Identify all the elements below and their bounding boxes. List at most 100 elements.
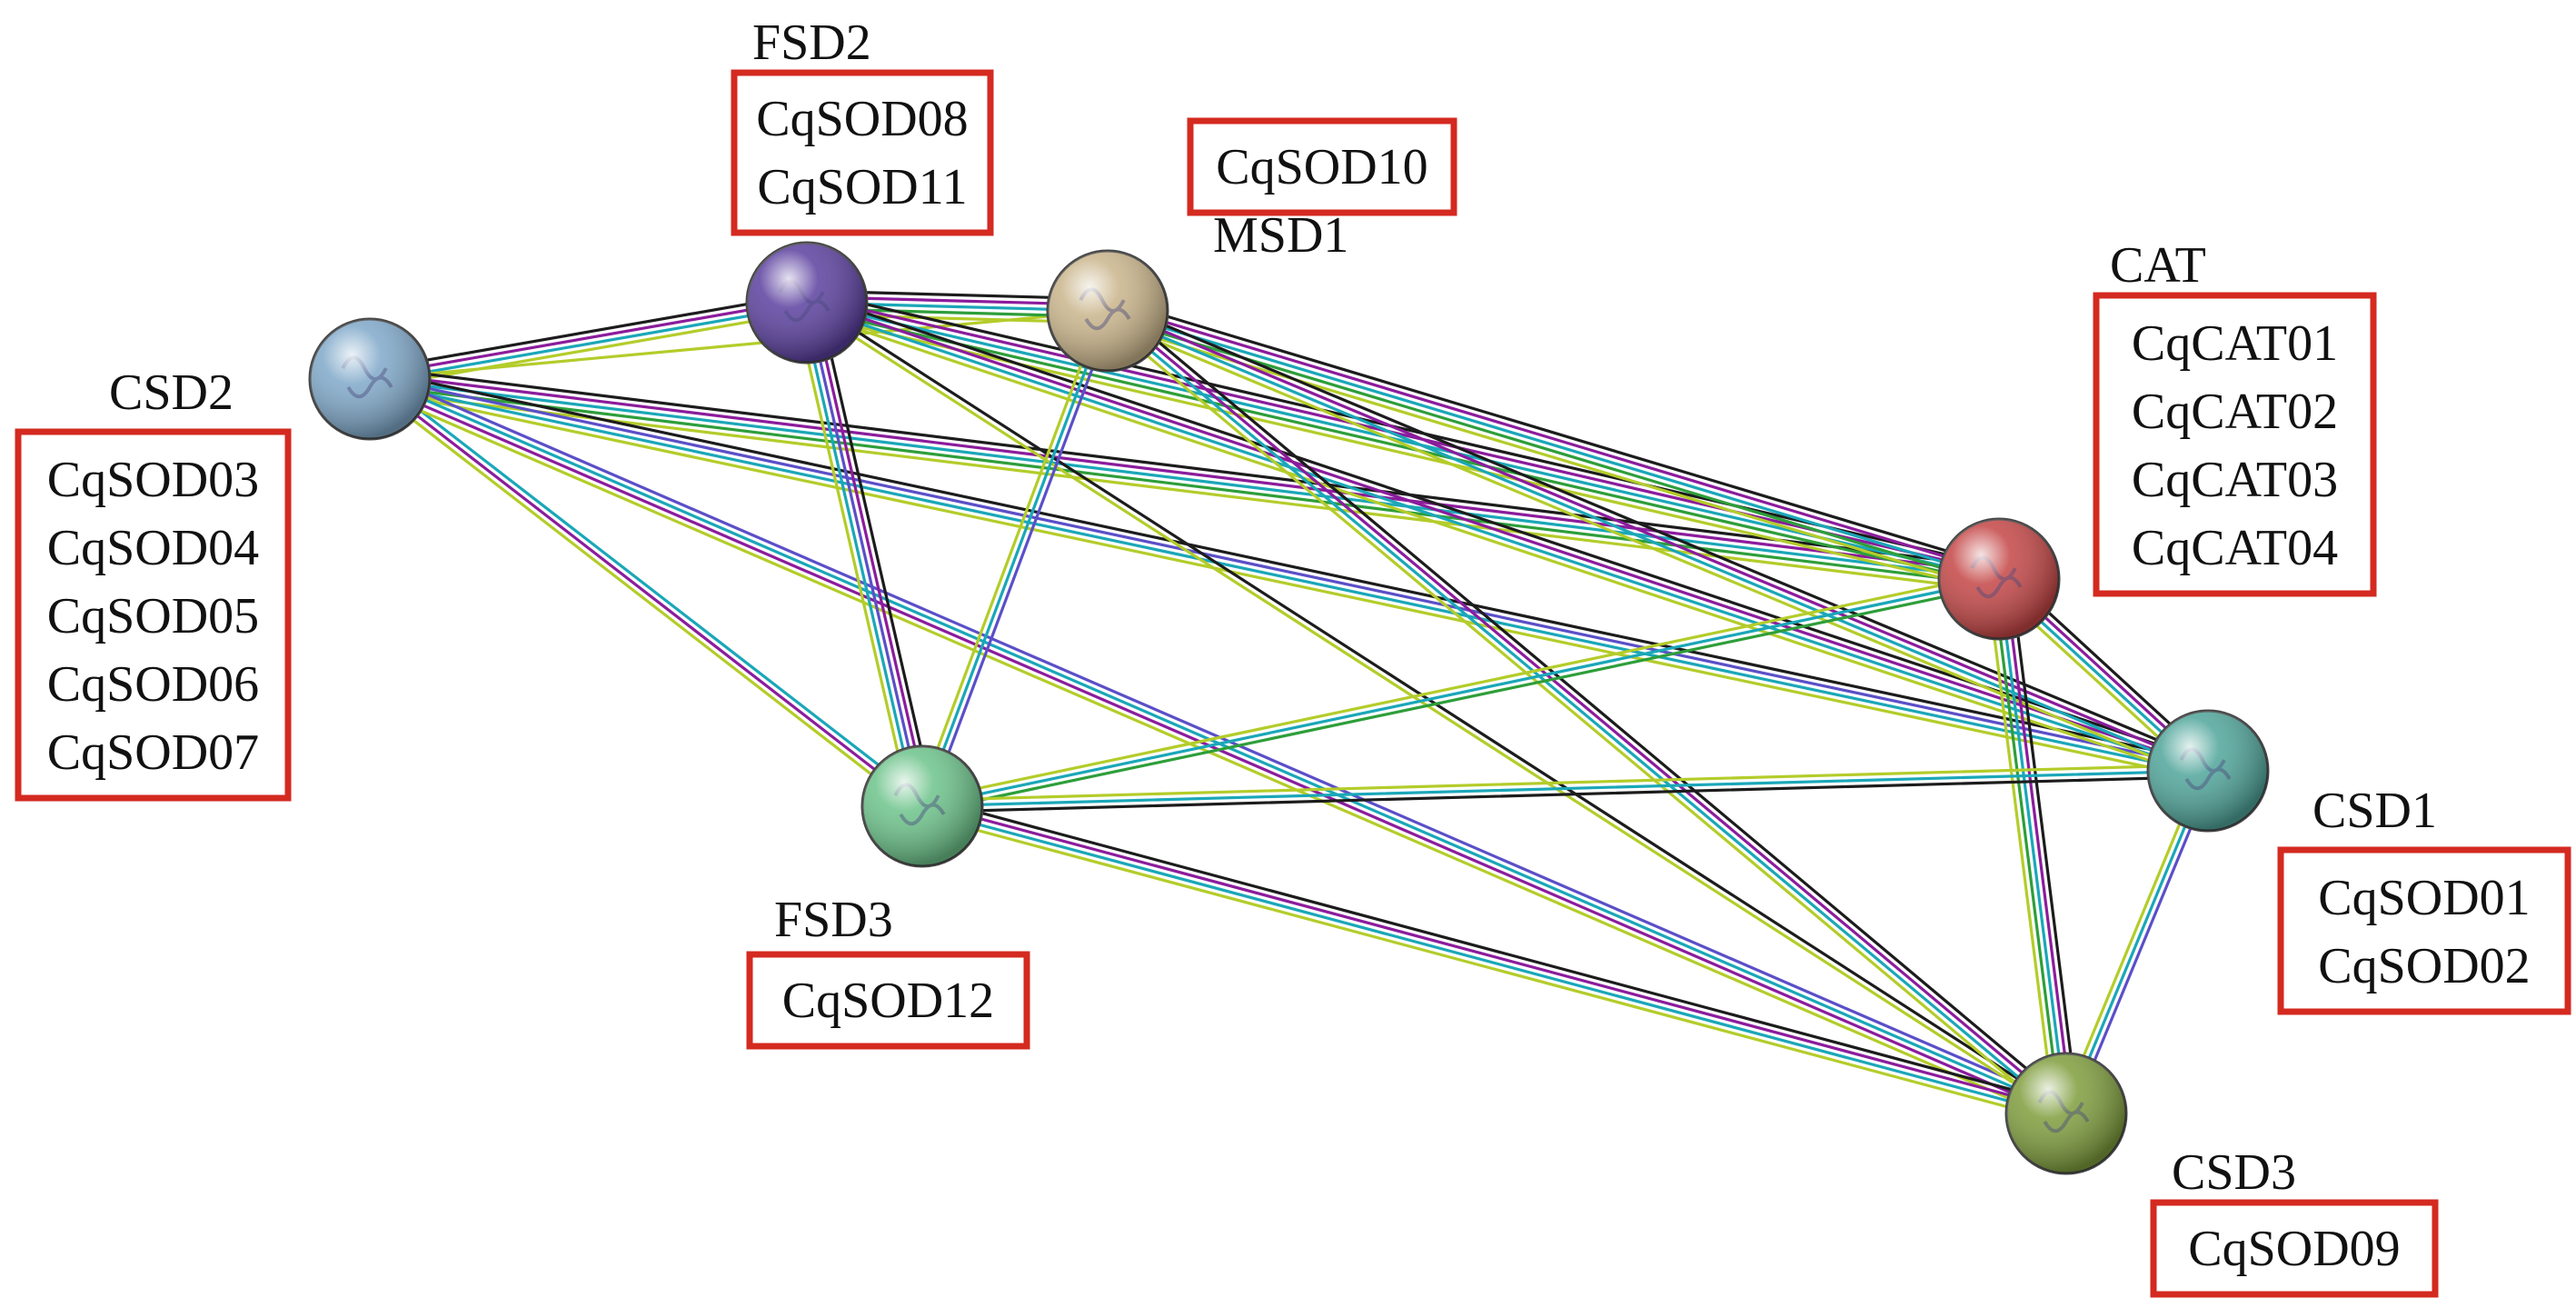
edge-evidence-line <box>368 309 1109 381</box>
gene-label: CqCAT02 <box>2132 384 2338 440</box>
edge-evidence-line <box>370 368 2212 764</box>
label-layer: CSD2CqSOD03CqSOD04CqSOD05CqSOD06CqSOD07F… <box>15 15 2571 1298</box>
gene-label: CqCAT01 <box>2132 315 2338 372</box>
edge-evidence-line <box>793 304 912 811</box>
node-label-msd1: MSD1 <box>1213 207 1348 264</box>
gene-label: CqSOD12 <box>782 973 994 1029</box>
edge-evidence-line <box>368 377 924 808</box>
edge-evidence-line <box>915 307 1104 806</box>
node-highlight <box>2148 711 2268 831</box>
node-label-fsd3: FSD3 <box>774 892 893 948</box>
gene-box-csd3 <box>2150 1199 2439 1298</box>
edge-evidence-line <box>921 583 2002 814</box>
edge-evidence-line <box>804 304 2209 775</box>
node-highlight <box>310 319 430 439</box>
edge-evidence-line <box>369 371 2002 575</box>
edge-csd1-csd3 <box>2059 766 2215 1118</box>
edge-evidence-line <box>1108 306 2070 1113</box>
edge-evidence-line <box>920 763 2210 803</box>
gene-box-cat <box>2093 292 2377 597</box>
edge-evidence-line <box>1100 315 2063 1123</box>
edge-evidence-line <box>920 572 2000 803</box>
edge-evidence-line <box>802 309 2207 781</box>
edge-evidence-line <box>372 373 928 804</box>
edge-evidence-line <box>2059 766 2204 1113</box>
gene-box-fsd3 <box>746 951 1030 1050</box>
edge-evidence-line <box>1106 309 2001 581</box>
edge-evidence-line <box>2009 575 2080 1113</box>
node-label-csd1: CSD1 <box>2312 783 2437 839</box>
edge-csd2-fsd3 <box>364 373 928 813</box>
edge-evidence-line <box>1997 577 2068 1115</box>
edge-evidence-line <box>2064 769 2210 1115</box>
edge-evidence-line <box>2003 576 2074 1114</box>
node-label-fsd2: FSD2 <box>752 15 871 71</box>
edge-evidence-line <box>364 382 920 813</box>
edge-evidence-line <box>920 774 2210 814</box>
edge-evidence-line <box>807 298 2070 1113</box>
node-highlight <box>1048 251 1168 371</box>
gene-label: CqSOD08 <box>756 91 968 147</box>
edge-evidence-line <box>1105 312 2209 775</box>
node-label-csd2: CSD2 <box>109 364 234 421</box>
edge-evidence-line <box>368 304 810 384</box>
edge-evidence-line <box>364 385 2064 1123</box>
gene-label: CqSOD03 <box>47 452 259 508</box>
edge-evidence-line <box>803 304 2066 1118</box>
edge-evidence-line <box>920 769 2210 808</box>
edge-fsd2-csd1 <box>802 293 2213 781</box>
node-cat[interactable] <box>1937 517 2061 641</box>
edge-csd2-msd1 <box>368 309 1109 381</box>
gene-label: CqCAT04 <box>2132 520 2338 576</box>
edge-csd2-csd1 <box>366 368 2212 782</box>
gene-label: CqSOD02 <box>2318 938 2530 994</box>
gene-label: CqSOD05 <box>47 588 259 644</box>
edge-evidence-line <box>803 306 2000 586</box>
edge-evidence-line <box>367 383 2000 587</box>
node-highlight <box>1939 519 2059 639</box>
node-csd1[interactable] <box>2146 709 2270 833</box>
node-fsd2[interactable] <box>745 241 869 364</box>
edge-evidence-line <box>1108 304 2003 575</box>
edge-evidence-line <box>926 311 1115 810</box>
edge-evidence-line <box>366 292 807 372</box>
node-label-csd3: CSD3 <box>2172 1144 2296 1201</box>
edge-evidence-line <box>369 374 2211 770</box>
node-msd1[interactable] <box>1046 249 1169 373</box>
edge-csd2-cat <box>366 365 2003 593</box>
edge-evidence-line <box>369 365 2003 569</box>
node-csd3[interactable] <box>2004 1052 2128 1175</box>
edge-evidence-line <box>367 380 2209 775</box>
edge-cat-fsd3 <box>920 572 2002 814</box>
gene-box-fsd2 <box>731 69 994 236</box>
edge-evidence-line <box>1104 311 2066 1118</box>
edge-evidence-line <box>805 301 924 808</box>
edge-evidence-line <box>802 313 1998 593</box>
edge-evidence-line <box>2070 771 2215 1118</box>
edge-evidence-line <box>921 802 2069 1113</box>
edge-evidence-line <box>366 389 2000 593</box>
node-fsd3[interactable] <box>860 744 984 868</box>
edge-evidence-line <box>920 309 1109 808</box>
edge-msd1-fsd3 <box>915 307 1115 810</box>
gene-label: CqSOD07 <box>47 724 259 781</box>
gene-box-msd1 <box>1187 117 1457 216</box>
node-csd2[interactable] <box>308 317 432 441</box>
gene-label: CqSOD10 <box>1216 139 1427 195</box>
edge-csd1-fsd3 <box>920 763 2210 814</box>
edge-msd1-csd3 <box>1100 302 2074 1123</box>
gene-label: CqCAT03 <box>2132 452 2338 508</box>
edge-fsd3-csd3 <box>918 795 2071 1124</box>
edge-evidence-line <box>920 577 2001 808</box>
edge-evidence-line <box>367 298 809 378</box>
edge-evidence-line <box>922 795 2071 1107</box>
edge-evidence-line <box>918 813 2066 1124</box>
edge-layer <box>364 289 2216 1124</box>
edge-evidence-line <box>800 302 919 810</box>
gene-label: CqSOD01 <box>2318 870 2530 926</box>
gene-box-csd2 <box>15 428 292 802</box>
node-highlight <box>747 243 867 363</box>
edge-evidence-line <box>1109 297 2004 570</box>
edge-evidence-line <box>1109 301 2213 764</box>
